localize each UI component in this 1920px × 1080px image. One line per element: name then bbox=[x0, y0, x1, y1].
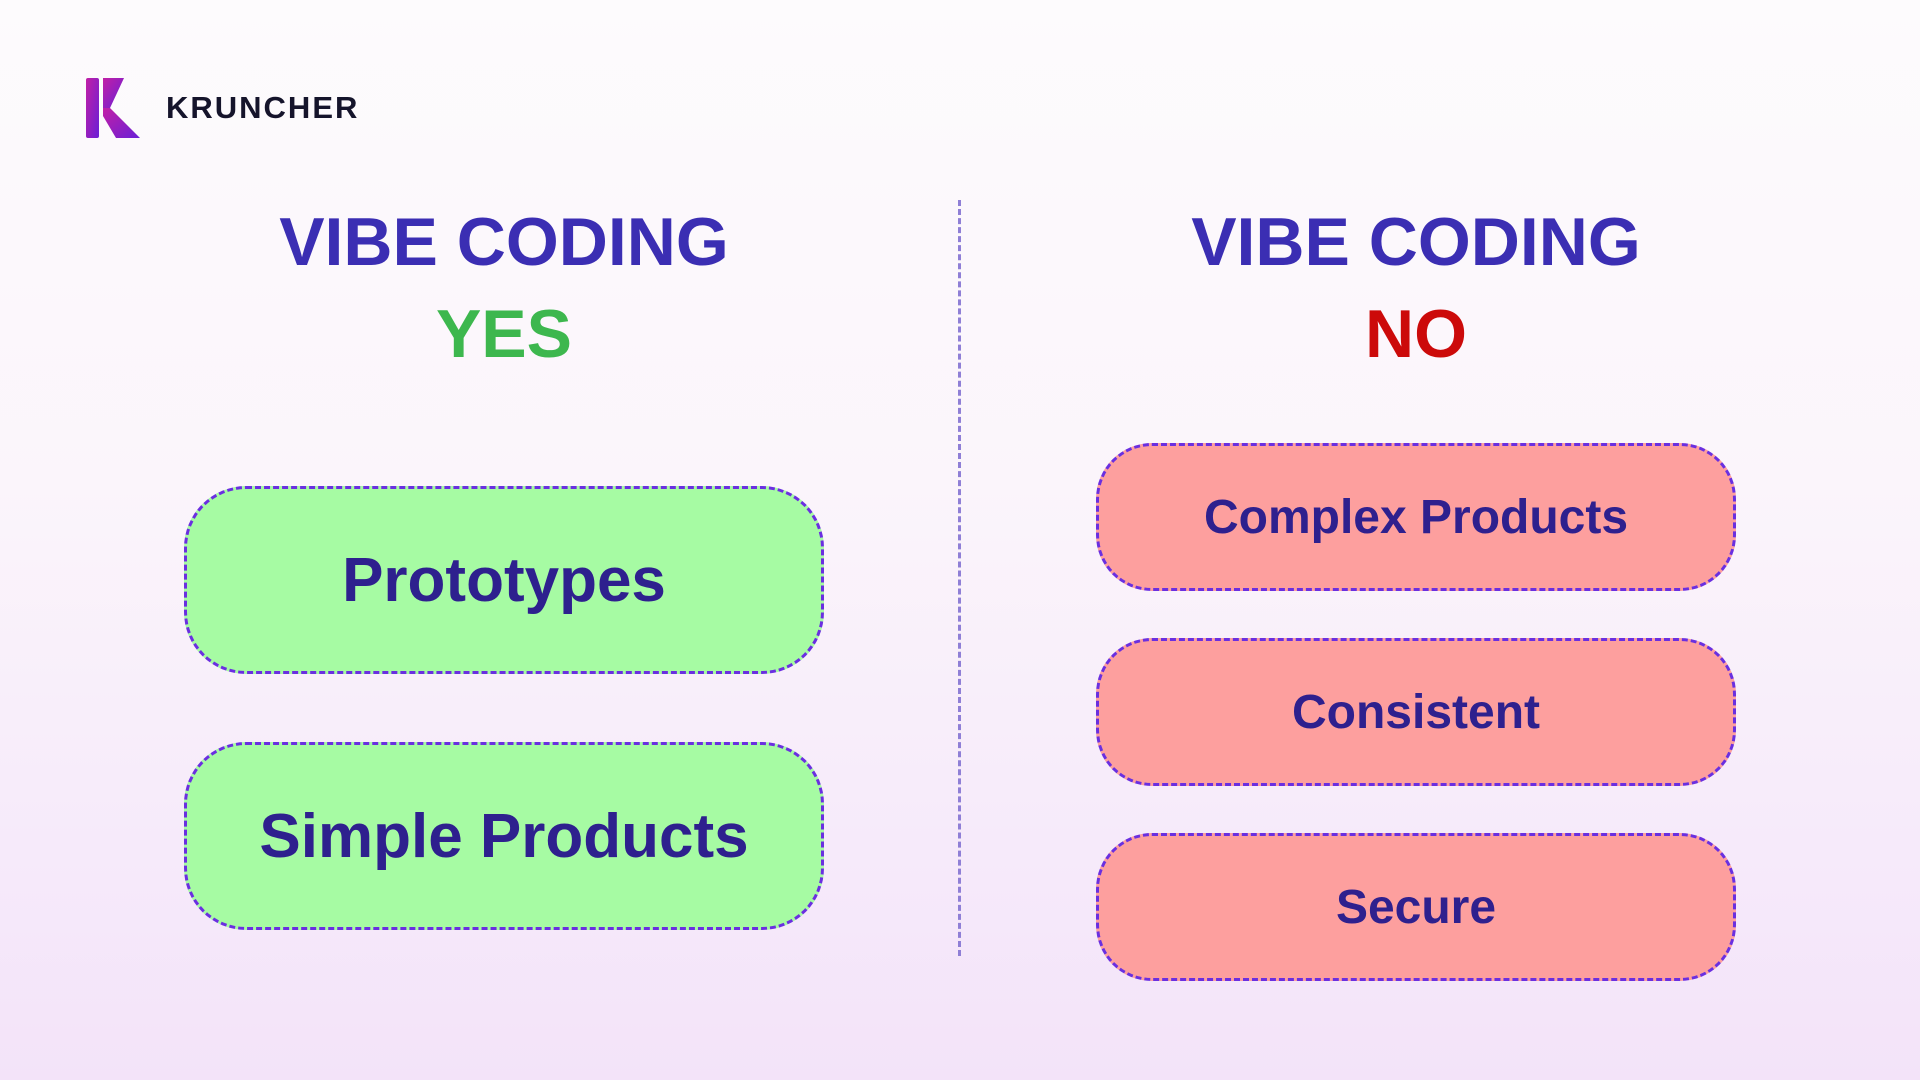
brand-name: KRUNCHER bbox=[166, 90, 360, 125]
yes-column-title: VIBE CODING bbox=[279, 204, 729, 280]
no-item-consistent: Consistent bbox=[1096, 638, 1736, 786]
yes-column: VIBE CODING YES Prototypes Simple Produc… bbox=[184, 0, 824, 1080]
column-divider bbox=[958, 200, 961, 956]
kruncher-logo-icon bbox=[86, 78, 140, 138]
brand: KRUNCHER bbox=[86, 78, 359, 138]
yes-item-simple-products: Simple Products bbox=[184, 742, 824, 930]
no-column-title: VIBE CODING bbox=[1191, 204, 1641, 280]
yes-item-prototypes: Prototypes bbox=[184, 486, 824, 674]
no-column: VIBE CODING NO Complex Products Consiste… bbox=[1096, 0, 1736, 1080]
no-item-secure: Secure bbox=[1096, 833, 1736, 981]
no-verdict: NO bbox=[1365, 296, 1467, 372]
no-item-complex-products: Complex Products bbox=[1096, 443, 1736, 591]
yes-verdict: YES bbox=[435, 296, 573, 372]
